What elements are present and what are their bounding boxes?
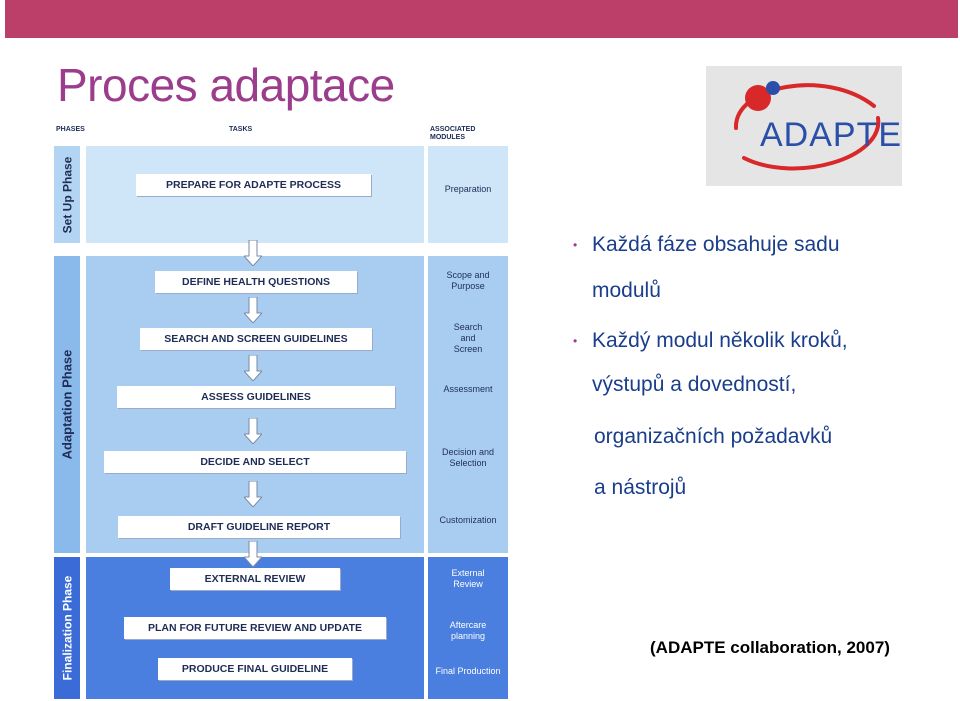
module-final-production: Final Production	[435, 666, 501, 676]
header-modules: ASSOCIATED MODULES	[430, 126, 476, 141]
task-search-screen: SEARCH AND SCREEN GUIDELINES	[140, 328, 372, 350]
down-arrow-icon	[244, 355, 262, 381]
module-external-review: External Review	[451, 568, 485, 589]
bullet-dot-icon: •	[573, 238, 578, 252]
task-assess: ASSESS GUIDELINES	[117, 386, 395, 408]
top-bar	[5, 0, 958, 38]
module-scope-purpose: Scope and Purpose	[446, 270, 490, 291]
task-produce-final: PRODUCE FINAL GUIDELINE	[158, 658, 352, 680]
down-arrow-icon	[244, 240, 262, 266]
bullet-1-line-2: modulů	[592, 279, 661, 302]
adapte-logo-graphic: ADAPTE	[733, 81, 902, 171]
module-assessment: Assessment	[443, 384, 493, 394]
module-decision-selection: Decision and Selection	[441, 447, 495, 468]
module-column-adaptation	[428, 256, 508, 553]
down-arrow-icon	[244, 418, 262, 444]
phase-column-setup: Set Up Phase	[54, 146, 80, 243]
bullet-1: • Každá fáze obsahuje sadu	[573, 222, 840, 268]
phase-label-finalization: Finalization Phase	[60, 575, 75, 681]
bullet-2-line-2: výstupů a dovedností,	[592, 373, 797, 396]
module-column-finalization	[428, 557, 508, 699]
down-arrow-icon	[244, 481, 262, 507]
task-decide-select: DECIDE AND SELECT	[104, 451, 406, 473]
task-define-health-questions: DEFINE HEALTH QUESTIONS	[155, 271, 357, 293]
down-arrow-icon	[244, 297, 262, 323]
module-column-setup	[428, 146, 508, 243]
bullet-2-line-4: a nástrojů	[594, 476, 687, 499]
adapte-logo: ADAPTE	[706, 66, 902, 186]
task-draft-report: DRAFT GUIDELINE REPORT	[118, 516, 400, 538]
module-preparation: Preparation	[444, 184, 492, 194]
task-external-review: EXTERNAL REVIEW	[170, 568, 340, 590]
module-aftercare-planning: Aftercare planning	[449, 620, 487, 641]
bullet-dot-icon: •	[573, 334, 578, 348]
logo-text: ADAPTE	[760, 116, 902, 154]
citation-caption: (ADAPTE collaboration, 2007)	[650, 638, 890, 657]
bullet-1-line-1: Každá fáze obsahuje sadu	[592, 233, 840, 256]
phase-column-adaptation: Adaptation Phase	[54, 256, 80, 553]
phase-label-adaptation: Adaptation Phase	[59, 349, 75, 460]
header-phases: PHASES	[56, 126, 85, 133]
bullet-2: • Každý modul několik kroků,	[573, 318, 848, 364]
bullet-2-line-3: organizačních požadavků	[594, 425, 833, 448]
module-customization: Customization	[439, 515, 497, 525]
slide-title: Proces adaptace	[57, 59, 395, 111]
task-prepare: PREPARE FOR ADAPTE PROCESS	[136, 174, 371, 196]
module-search-screen: Search and Screen	[453, 322, 483, 354]
bullet-2-line-1: Každý modul několik kroků,	[592, 329, 848, 352]
header-tasks: TASKS	[229, 126, 253, 133]
phase-label-setup: Set Up Phase	[60, 156, 75, 233]
task-plan-future-review: PLAN FOR FUTURE REVIEW AND UPDATE	[124, 617, 386, 639]
phase-column-finalization: Finalization Phase	[54, 557, 80, 699]
down-arrow-icon	[244, 541, 262, 567]
